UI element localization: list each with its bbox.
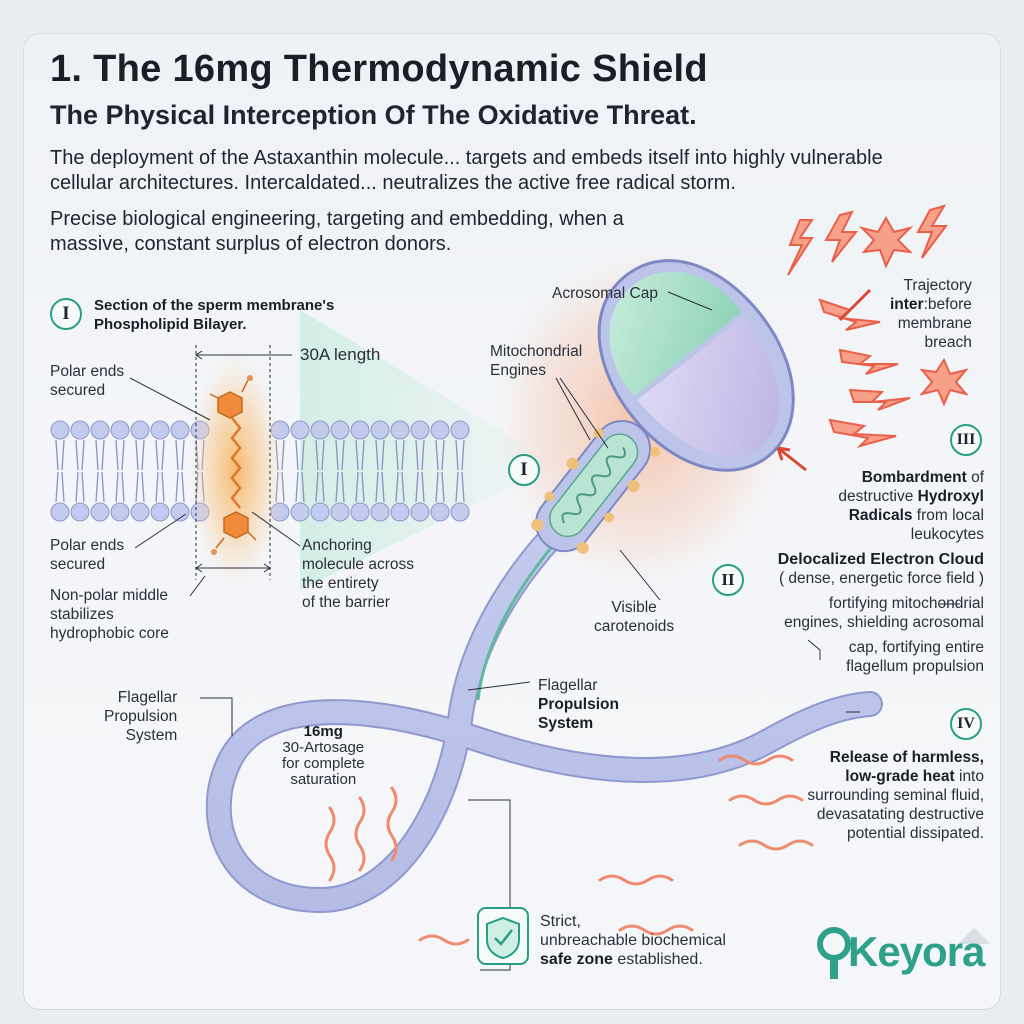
trajectory-arrow [838,288,872,322]
flag-left-l1: Flagellar [117,689,178,706]
acrosomal-cap-label: Acrosomal Cap [552,285,658,302]
intro-text-2: Precise biological engineering, targetin… [50,208,624,255]
sperm-head [597,259,795,472]
mitochondrial-engines-label: Mitochondrial Engines [490,342,582,380]
polar-ends-top-l2: secured [50,382,106,399]
flag-mid-l1: Flagellar [538,677,598,694]
flagellum [207,489,881,912]
polar-ends-bottom-l2: secured [50,556,106,573]
iv-l1: Release of harmless, [829,749,984,766]
radical-bolts [787,204,969,448]
ii-l5: cap, fortifying entire [848,639,984,656]
ii-l3: fortifying mitochondrial [828,595,984,612]
section-iv-badge: IV [950,708,982,740]
visible-l2: carotenoids [594,618,675,635]
dose-l4: saturation [290,771,357,788]
flag-left-l3: System [125,727,178,744]
iv-l3: surrounding seminal fluid, [807,787,984,804]
safe-l3-rest: established. [612,951,703,968]
section-iii-text: Bombardment of destructive Hydroxyl Radi… [826,468,984,544]
trajectory-label: Trajectory inter:before membrane breach [890,276,972,352]
iii-l4: leukocytes [910,526,984,543]
safe-l1: Strict, [540,913,581,930]
anchoring-l3: the entirety [302,575,379,592]
safe-l2: unbreachable biochemical [540,932,726,949]
mito-l2: Engines [490,362,547,379]
ii-l2: ( dense, energetic force field ) [778,570,984,587]
section-ii-text: Delocalized Electron Cloud ( dense, ener… [754,550,984,676]
flag-left-l2: Propulsion [104,708,178,725]
ii-l6: flagellum propulsion [846,658,984,675]
ii-l1: Delocalized Electron Cloud [777,551,984,568]
bombardment-arrow [776,446,807,472]
section-i-title-line2: Phospholipid Bilayer. [94,316,247,333]
shield-check-icon [477,907,529,965]
flagellar-left-label: Flagellar Propulsion System [104,688,177,745]
midpiece [531,420,661,554]
dose-l1: 16mg [303,723,343,740]
visible-l1: Visible [611,599,657,616]
polar-ends-bottom-l1: Polar ends [50,537,125,554]
nonpolar-l3: hydrophobic core [50,625,169,642]
section-ii-badge: II [712,564,744,596]
leader-lines-sperm [200,291,960,971]
traj-l2a: inter [890,296,924,313]
iv-l2-rest: into [954,768,984,785]
traj-l1: Trajectory [903,277,972,294]
iii-l3-bold: Radicals [848,507,913,524]
length-label: 30A length [300,345,381,364]
dose-l2: 30-Artosage [282,739,365,756]
section-iv-text: Release of harmless, low-grade heat into… [784,748,984,843]
page-title: 1. The 16mg Thermodynamic Shield [50,48,708,90]
mito-l1: Mitochondrial [490,343,583,360]
section-iii-badge: III [950,424,982,456]
anchoring-l2: molecule across [302,556,414,573]
infographic-card [24,34,1000,1009]
length-dimension [195,345,292,580]
nonpolar-label: Non-polar middle stabilizes hydrophobic … [50,586,169,643]
keyora-logo-mark [817,927,990,979]
heat-waves [324,754,814,946]
section-i-badge: I [50,298,82,330]
nonpolar-l1: Non-polar middle [50,587,169,604]
traj-l3: membrane [897,315,972,332]
iii-l3-rest: from local [912,507,984,524]
page-subtitle: The Physical Interception Of The Oxidati… [50,100,697,130]
intro-text: The deployment of the Astaxanthin molecu… [50,147,883,194]
flag-mid-l3: System [538,715,594,732]
nonpolar-l2: stabilizes [50,606,114,623]
astaxanthin-molecule [188,350,284,590]
iii-l2-bold: Hydroxyl [917,488,984,505]
polar-ends-bottom: Polar ends secured [50,536,124,574]
section-i-title-line1: Section of the sperm membrane's [94,297,335,314]
safe-zone-text: Strict, unbreachable biochemical safe zo… [540,912,726,969]
dose-l3: for complete [282,755,365,772]
polar-ends-top-l1: Polar ends [50,363,125,380]
iii-l1-bold: Bombardment [861,469,967,486]
leader-lines-membrane [129,377,301,597]
polar-ends-top: Polar ends secured [50,362,124,400]
brand-logo: Keyora [848,928,985,975]
visible-carotenoids-label: Visible carotenoids [594,598,674,636]
iv-l5: potential dissipated. [846,825,984,842]
iii-l2-pre: destructive [838,488,918,505]
anchoring-label: Anchoring molecule across the entirety o… [302,536,414,612]
section-i-title: Section of the sperm membrane's Phosphol… [94,296,334,334]
flag-mid-l2: Propulsion [538,696,619,713]
anchoring-l1: Anchoring [302,537,372,554]
dose-label: 16mg 30-Artosage for complete saturation [282,724,365,788]
iv-l4: devasatating destructive [816,806,984,823]
midpiece-badge: I [508,454,540,486]
safe-l3-bold: safe zone [540,951,613,968]
anchoring-l4: of the barrier [302,594,390,611]
traj-l2b: :before [923,296,972,313]
iii-l1-rest: of [966,469,984,486]
traj-l4: breach [924,334,972,351]
iv-l2-bold: low-grade heat [845,768,955,785]
ii-l4: engines, shielding acrosomal [784,614,984,631]
flagellar-mid-label: Flagellar Propulsion System [538,676,619,733]
